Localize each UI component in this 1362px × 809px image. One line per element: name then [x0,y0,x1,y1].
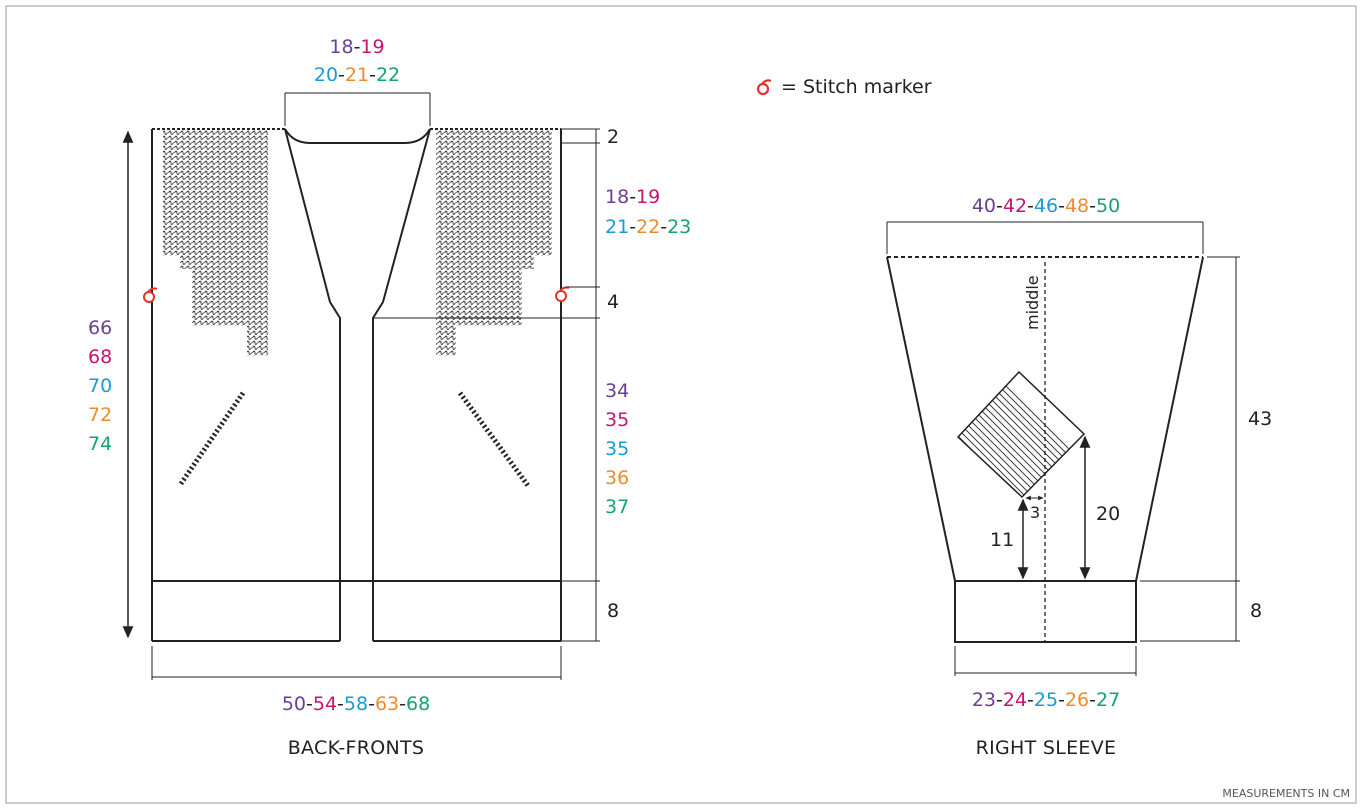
offset-3-label: 3 [1030,503,1040,522]
neck-width-label-2: 20-21-22 [314,64,400,86]
svg-text:35: 35 [605,409,629,431]
height-20-label: 20 [1096,503,1120,525]
sleeve-rib-label: 8 [1250,600,1262,622]
sleeve-caption: RIGHT SLEEVE [976,737,1117,759]
total-length-labels: 66 68 70 72 74 [88,317,112,455]
back-fronts-diagram [151,128,562,642]
stitch-marker-icon [756,79,772,96]
armhole-label-1: 18-19 [605,186,660,208]
svg-text:68: 68 [88,346,112,368]
shoulder-depth-label: 2 [607,126,619,148]
frame-border [5,5,1357,804]
svg-text:35: 35 [605,438,629,460]
measurements-note: MEASUREMENTS IN CM [1222,787,1350,800]
legend: = Stitch marker [756,76,932,98]
svg-text:74: 74 [88,433,112,455]
body-width-label: 50-54-58-63-68 [282,693,430,715]
middle-label: middle [1023,275,1042,330]
armhole-label-2: 21-22-23 [605,216,691,238]
height-11-label: 11 [990,529,1014,551]
stitch-marker-right-icon [555,286,570,302]
stitch-marker-left-icon [143,287,158,303]
svg-text:36: 36 [605,467,629,489]
lace-pattern-right [436,130,552,356]
rib-height-label: 8 [607,600,619,622]
cuff-width-label: 23-24-25-26-27 [972,689,1120,711]
back-fronts-dimensions [151,92,600,680]
back-fronts-caption: BACK-FRONTS [288,737,425,759]
sleeve-top-width-label: 40-42-46-48-50 [972,195,1120,217]
sleeve-length-label: 43 [1248,408,1272,430]
marker-gap-label: 4 [607,291,619,313]
lace-pattern-left [163,130,268,356]
svg-text:72: 72 [88,404,112,426]
svg-text:34: 34 [605,380,629,402]
motif-diamond [956,370,1086,499]
svg-text:70: 70 [88,375,112,397]
svg-text:37: 37 [605,496,629,518]
legend-label: = Stitch marker [781,76,932,98]
svg-text:66: 66 [88,317,112,339]
body-length-labels: 34 35 35 36 37 [605,380,629,518]
sleeve-dimensions [886,221,1240,676]
neck-width-label-1: 18-19 [329,36,384,58]
